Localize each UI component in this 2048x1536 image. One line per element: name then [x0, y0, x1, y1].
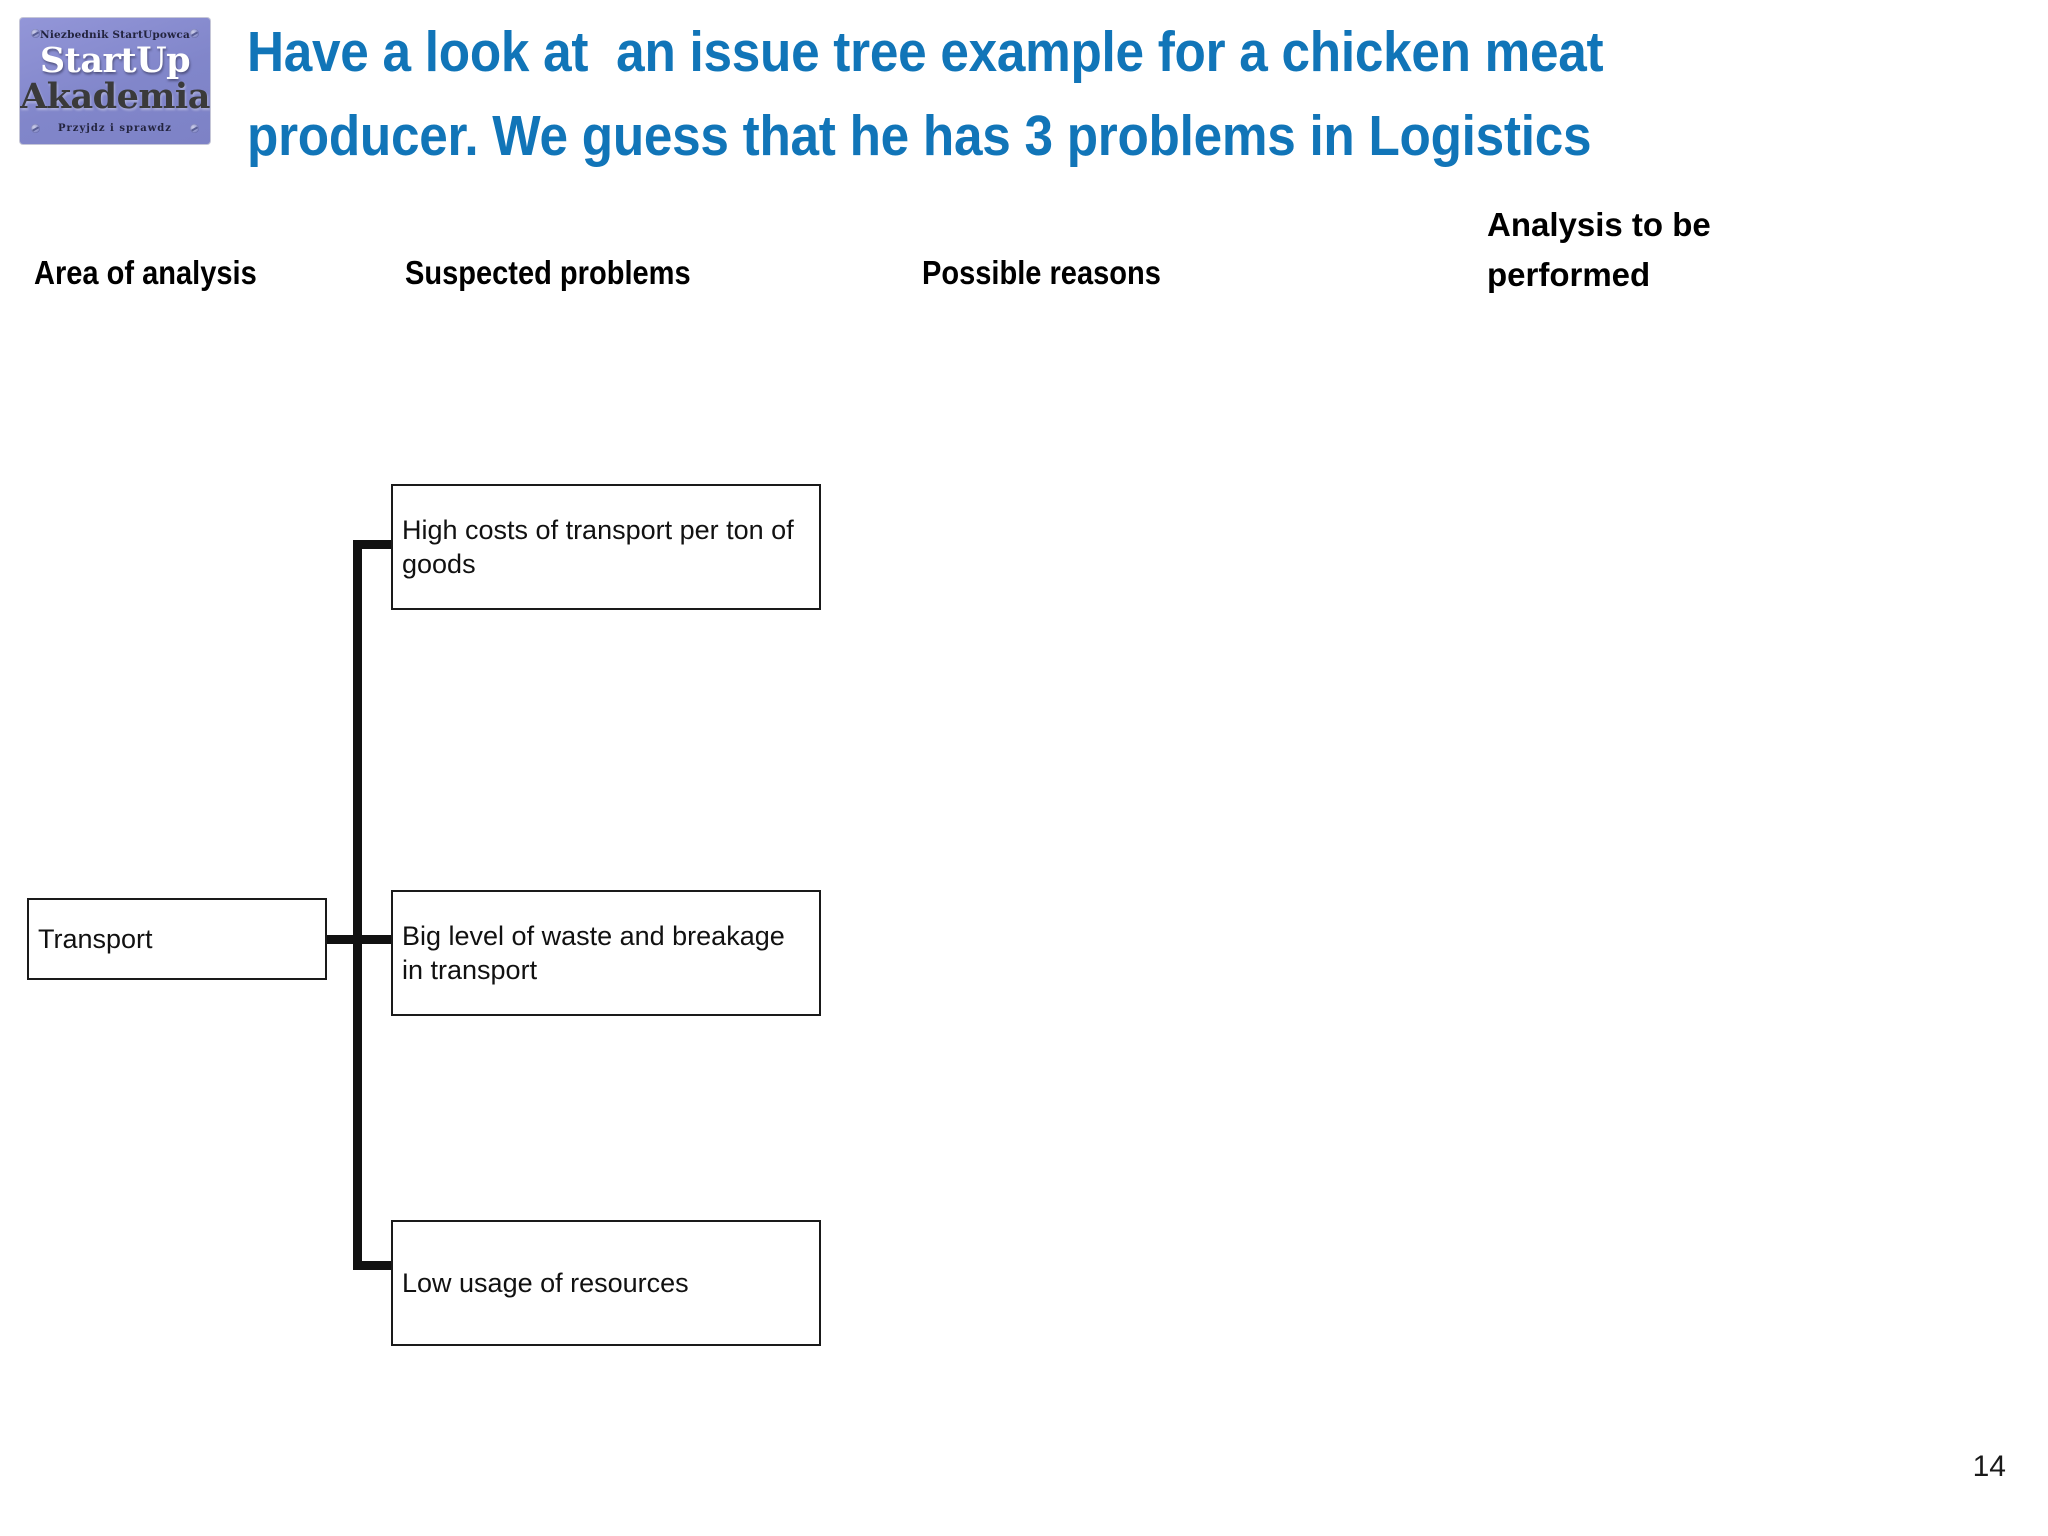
column-header-suspected-problems: Suspected problems: [405, 254, 691, 291]
tree-node-suspected-problem[interactable]: Low usage of resources: [391, 1220, 821, 1346]
logo-word-akademia: Akademia: [20, 76, 210, 117]
screw-icon: [190, 29, 199, 38]
connector-trunk-vertical: [353, 540, 362, 1270]
connector-stub-root: [326, 935, 358, 944]
page-number: 14: [1972, 1450, 2006, 1483]
tree-node-label: Low usage of resources: [402, 1268, 689, 1298]
tree-node-label: Big level of waste and breakage in trans…: [402, 921, 793, 985]
connector-stub-child-2: [353, 1261, 395, 1270]
slide-title: Have a look at an issue tree example for…: [247, 20, 1618, 168]
connector-stub-child-0: [353, 540, 395, 549]
tree-node-label: High costs of transport per ton of goods: [402, 515, 802, 579]
logo-tagline-bottom: Przyjdz i sprawdz: [58, 123, 172, 134]
screw-icon: [190, 124, 199, 133]
connector-stub-child-1: [353, 935, 395, 944]
screw-icon: [31, 124, 40, 133]
column-header-analysis-to-be-performed: Analysis to be performed: [1487, 206, 1720, 293]
tree-node-suspected-problem[interactable]: High costs of transport per ton of goods: [391, 484, 821, 610]
screw-icon: [31, 29, 40, 38]
tree-node-root[interactable]: Transport: [27, 898, 327, 980]
column-header-possible-reasons: Possible reasons: [922, 254, 1161, 291]
column-header-area-of-analysis: Area of analysis: [34, 254, 257, 291]
logo-tagline-top: Niezbednik StartUpowca: [40, 29, 190, 41]
startup-akademia-logo: Niezbednik StartUpowca StartUp Akademia …: [12, 6, 217, 171]
logo-word-startup: StartUp: [39, 40, 191, 81]
logo-plate: Niezbednik StartUpowca StartUp Akademia …: [20, 18, 210, 144]
tree-node-suspected-problem[interactable]: Big level of waste and breakage in trans…: [391, 890, 821, 1016]
tree-node-label: Transport: [38, 924, 153, 954]
